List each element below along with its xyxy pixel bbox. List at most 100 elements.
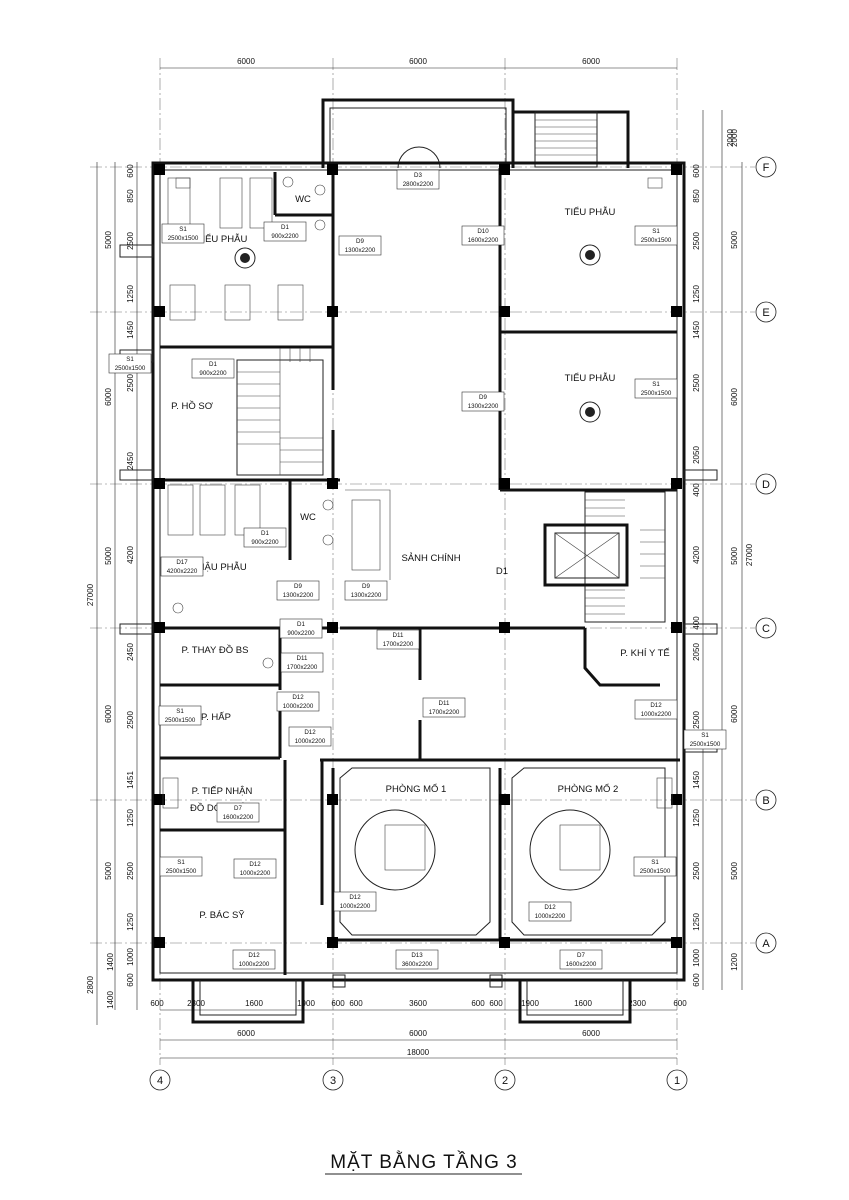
door-code: S1 — [176, 708, 184, 715]
door-code: D12 — [349, 894, 361, 901]
room-label-phong-mo-1: PHÒNG MỔ 1 — [386, 783, 447, 795]
dim-bottom-detail: 600 — [349, 999, 363, 1008]
top-projection — [321, 98, 630, 169]
axis-bubble-e: E — [762, 307, 769, 319]
dim-left-detail: 4200 — [126, 546, 135, 564]
dim-left-detail: 1000 — [126, 948, 135, 966]
room-label-khi-y-te: P. KHÍ Y TẾ — [620, 648, 669, 659]
door-size: 2500x1500 — [165, 717, 196, 724]
door-code: S1 — [652, 381, 660, 388]
dim-top: 6000 — [582, 57, 600, 66]
dim-right-bay: 2000 — [730, 129, 739, 147]
dim-top: 6000 — [237, 57, 255, 66]
axis-bubble-4: 4 — [157, 1075, 163, 1087]
structural-columns — [154, 164, 682, 948]
dim-left-extension: 2800 — [86, 976, 95, 994]
dim-right-bay: 6000 — [730, 705, 739, 723]
dim-left-detail: 1250 — [126, 913, 135, 931]
dim-right-detail: 400 — [692, 483, 701, 497]
dim-right-detail: 1000 — [692, 949, 701, 967]
room-label-hap: P. HẤP — [201, 712, 231, 723]
dim-right-detail: 2500 — [692, 711, 701, 729]
dim-left-bay: 6000 — [104, 388, 113, 406]
door-size: 1600x2200 — [223, 814, 254, 821]
axis-bubble-c: C — [762, 623, 770, 635]
bottom-balconies — [191, 974, 632, 1024]
dim-bottom-detail: 600 — [150, 999, 164, 1008]
dim-right-bay: 5000 — [730, 547, 739, 565]
stair-right — [584, 491, 666, 623]
elevator — [543, 523, 629, 587]
door-size: 4200x2220 — [167, 568, 198, 575]
dim-left-bay: 5000 — [104, 231, 113, 249]
door-tag-s1-18: S1 2500x1500 — [158, 705, 202, 726]
door-code: D3 — [414, 172, 422, 179]
door-code: D17 — [176, 559, 188, 566]
dim-right-detail: 2500 — [692, 862, 701, 880]
dim-bottom-total: 18000 — [407, 1048, 430, 1057]
dim-bottom-bay: 6000 — [237, 1029, 255, 1038]
door-size: 1300x2200 — [351, 592, 382, 599]
room-label-tieu-phau-2: TIỂU PHẪU — [565, 206, 616, 218]
door-code: D1 — [281, 224, 289, 231]
door-size: 2500x1500 — [166, 868, 197, 875]
door-code: D12 — [650, 702, 662, 709]
room-label-phong-mo-2: PHÒNG MỔ 2 — [558, 783, 619, 795]
door-code: D10 — [477, 228, 489, 235]
door-size: 3600x2200 — [402, 961, 433, 968]
door-code: S1 — [126, 356, 134, 363]
door-code: D9 — [356, 238, 364, 245]
door-tag-s1-1: S1 2500x1500 — [161, 223, 205, 244]
door-size: 900x2200 — [287, 630, 315, 637]
dim-left-total: 27000 — [86, 583, 95, 606]
door-size: 1300x2200 — [283, 592, 314, 599]
door-code: S1 — [177, 859, 185, 866]
dim-bottom-detail: 2300 — [187, 999, 205, 1008]
dim-right-detail: 1450 — [692, 321, 701, 339]
door-code: D1 — [297, 621, 305, 628]
dim-left-detail: 600 — [126, 164, 135, 178]
door-size: 900x2200 — [199, 370, 227, 377]
door-code: S1 — [179, 226, 187, 233]
door-size: 2500x1500 — [690, 741, 721, 748]
dim-bottom-detail: 600 — [673, 999, 687, 1008]
door-code: D12 — [544, 904, 556, 911]
door-size: 2500x1500 — [168, 235, 199, 242]
axis-bubble-d: D — [762, 479, 770, 491]
door-tag-d1-14: D1 900x2200 — [279, 618, 323, 639]
dim-bottom-detail: 1900 — [521, 999, 539, 1008]
door-code: D7 — [234, 805, 242, 812]
dim-left-detail: 2500 — [126, 862, 135, 880]
dim-right-detail: 1450 — [692, 771, 701, 789]
dim-right-detail: 850 — [692, 189, 701, 203]
dim-right-detail: 600 — [692, 164, 701, 178]
door-size: 1600x2200 — [566, 961, 597, 968]
dim-right-detail: 400 — [692, 616, 701, 630]
door-size: 900x2200 — [251, 539, 279, 546]
dim-left-bay: 5000 — [104, 547, 113, 565]
dim-left-detail: 850 — [126, 189, 135, 203]
dim-right-detail: 2050 — [692, 643, 701, 661]
dim-left-detail: 600 — [126, 973, 135, 987]
door-size: 1000x2200 — [295, 738, 326, 745]
dim-left-detail: 1400 — [106, 991, 115, 1009]
dim-right-bay: 5000 — [730, 862, 739, 880]
axis-bubble-2: 2 — [502, 1075, 508, 1087]
door-size: 2500x1500 — [115, 365, 146, 372]
room-label-sanh-chinh: SẢNH CHÍNH — [401, 552, 460, 564]
dim-bottom-detail: 2300 — [628, 999, 646, 1008]
room-label-wc-1: WC — [295, 194, 311, 205]
dim-left-bay: 6000 — [104, 705, 113, 723]
door-code: D12 — [304, 729, 316, 736]
